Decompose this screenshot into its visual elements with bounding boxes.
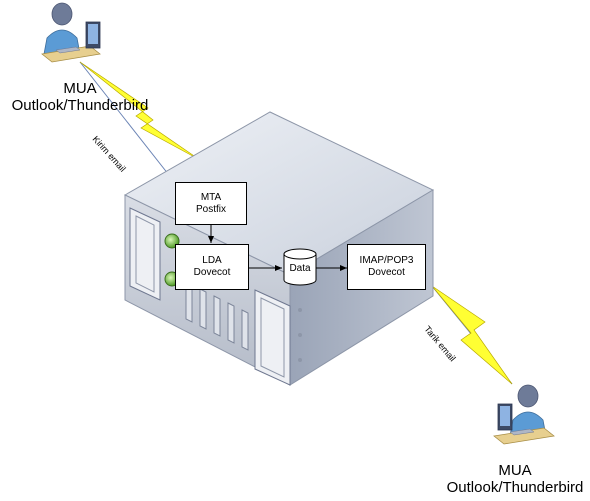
lda-dovecot-box: LDA Dovecot xyxy=(175,244,249,290)
imap-software-label: Dovecot xyxy=(368,267,405,278)
mua-bottom-name: MUA xyxy=(498,462,532,479)
mua-bottom-app: Outlook/Thunderbird xyxy=(446,479,584,496)
data-store-icon xyxy=(283,248,317,286)
lightning-bolt-fetch xyxy=(431,285,513,385)
lda-software-label: Dovecot xyxy=(193,267,231,278)
imap-pop3-dovecot-box: IMAP/POP3 Dovecot xyxy=(347,244,426,290)
mua-top-app: Outlook/Thunderbird xyxy=(11,97,149,114)
lda-label: LDA xyxy=(202,255,222,266)
send-link-line xyxy=(79,61,177,185)
rack-handle-left xyxy=(129,207,161,301)
mta-postfix-box: MTA Postfix xyxy=(175,182,247,225)
user-workstation-icon-top xyxy=(41,2,101,63)
mta-label: MTA xyxy=(200,191,222,203)
rack-handle-right xyxy=(254,289,291,386)
data-store-label: Data xyxy=(289,263,311,274)
mta-software-label: Postfix xyxy=(195,203,226,215)
server-vents xyxy=(185,281,249,351)
mua-top-label: MUA Outlook/Thunderbird xyxy=(0,80,170,114)
imap-label: IMAP/POP3 xyxy=(359,255,414,266)
user-workstation-icon-bottom xyxy=(493,384,555,445)
mua-top-name: MUA xyxy=(63,80,97,97)
mua-bottom-label: MUA Outlook/Thunderbird xyxy=(440,462,590,496)
